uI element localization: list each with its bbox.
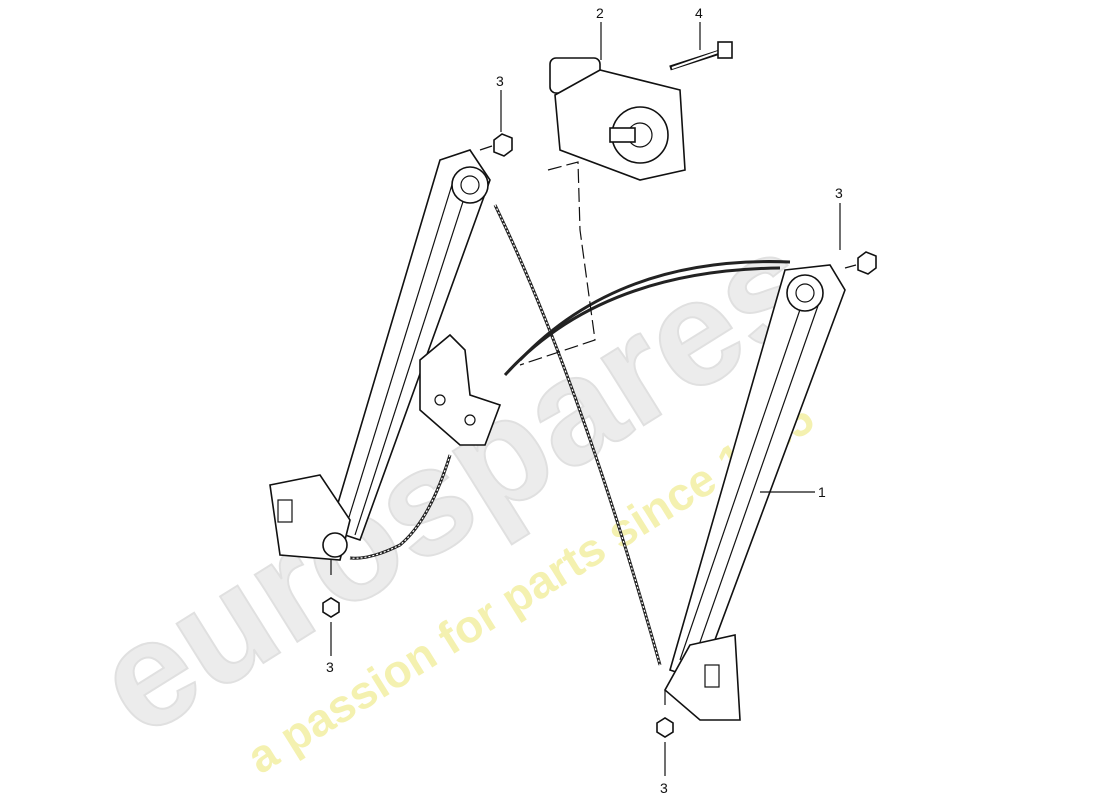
right-regulator-rail xyxy=(656,264,846,738)
window-motor xyxy=(519,57,686,366)
left-regulator-rail xyxy=(269,149,491,618)
callout-label: 3 xyxy=(326,659,334,675)
callouts: 2 4 3 3 1 3 3 xyxy=(326,5,843,796)
callout-label: 4 xyxy=(695,5,703,21)
nut-top xyxy=(479,133,513,157)
callout-label: 3 xyxy=(496,73,504,89)
callout-label: 2 xyxy=(596,5,604,21)
callout-label: 3 xyxy=(660,780,668,796)
bolt xyxy=(669,41,733,71)
nut-right xyxy=(844,251,877,275)
cables xyxy=(349,204,791,666)
callout-label: 3 xyxy=(835,185,843,201)
motor-bracket xyxy=(419,333,502,446)
callout-label: 1 xyxy=(818,484,826,500)
leader-lines xyxy=(330,22,841,776)
